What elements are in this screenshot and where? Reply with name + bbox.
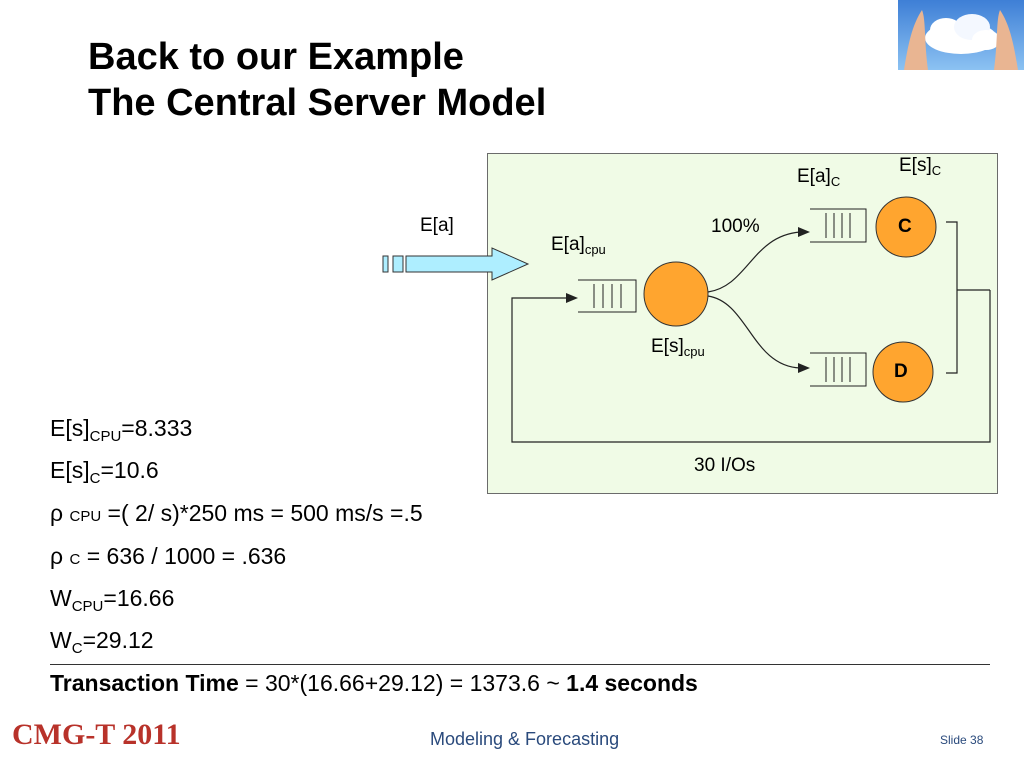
footer-brand: CMG-T 2011 xyxy=(12,718,181,751)
c-arrival-label: E[a]C xyxy=(797,166,841,189)
cpu-queue xyxy=(578,279,637,313)
ios-label: 30 I/Os xyxy=(694,455,756,476)
server-c-circle xyxy=(875,196,937,258)
d-queue xyxy=(810,352,867,387)
equation-rho-c: ρ C = 636 / 1000 = .636 xyxy=(50,543,287,569)
equation-es-cpu: E[s]CPU=8.333 xyxy=(50,415,193,445)
transaction-time-line: Transaction Time = 30*(16.66+29.12) = 13… xyxy=(50,670,698,696)
footer-course: Modeling & Forecasting xyxy=(430,729,620,749)
cpu-server-circle xyxy=(643,261,709,327)
c-service-label: E[s]C xyxy=(899,155,942,178)
title-line-2: The Central Server Model xyxy=(88,82,547,124)
arrival-arrow xyxy=(382,247,530,281)
cloud-hands-logo xyxy=(898,0,1024,70)
slide-title: Back to our Example The Central Server M… xyxy=(88,34,546,126)
divider-line xyxy=(50,664,990,665)
title-line-1: Back to our Example xyxy=(88,36,464,78)
cpu-arrival-label: E[a]cpu xyxy=(551,234,606,257)
equation-es-c: E[s]C=10.6 xyxy=(50,457,159,487)
return-arrow-icon xyxy=(566,293,578,303)
return-loop xyxy=(511,221,991,443)
equation-w-c: WC=29.12 xyxy=(50,627,154,657)
c-queue xyxy=(810,208,867,243)
routing-curves xyxy=(707,231,801,369)
slide-number: Slide 38 xyxy=(940,733,984,747)
server-d-circle xyxy=(872,341,934,403)
equation-rho-cpu: ρ CPU =( 2/ s)*250 ms = 500 ms/s =.5 xyxy=(50,500,423,526)
equation-w-cpu: WCPU=16.66 xyxy=(50,585,175,615)
cpu-service-label: E[s]cpu xyxy=(651,336,705,359)
arrow-to-d-icon xyxy=(798,363,810,373)
server-c-label: C xyxy=(898,216,912,237)
arrival-rate-label: E[a] xyxy=(420,215,454,236)
server-d-label: D xyxy=(894,361,908,382)
routing-percent-label: 100% xyxy=(711,216,760,237)
arrow-to-c-icon xyxy=(798,227,810,237)
